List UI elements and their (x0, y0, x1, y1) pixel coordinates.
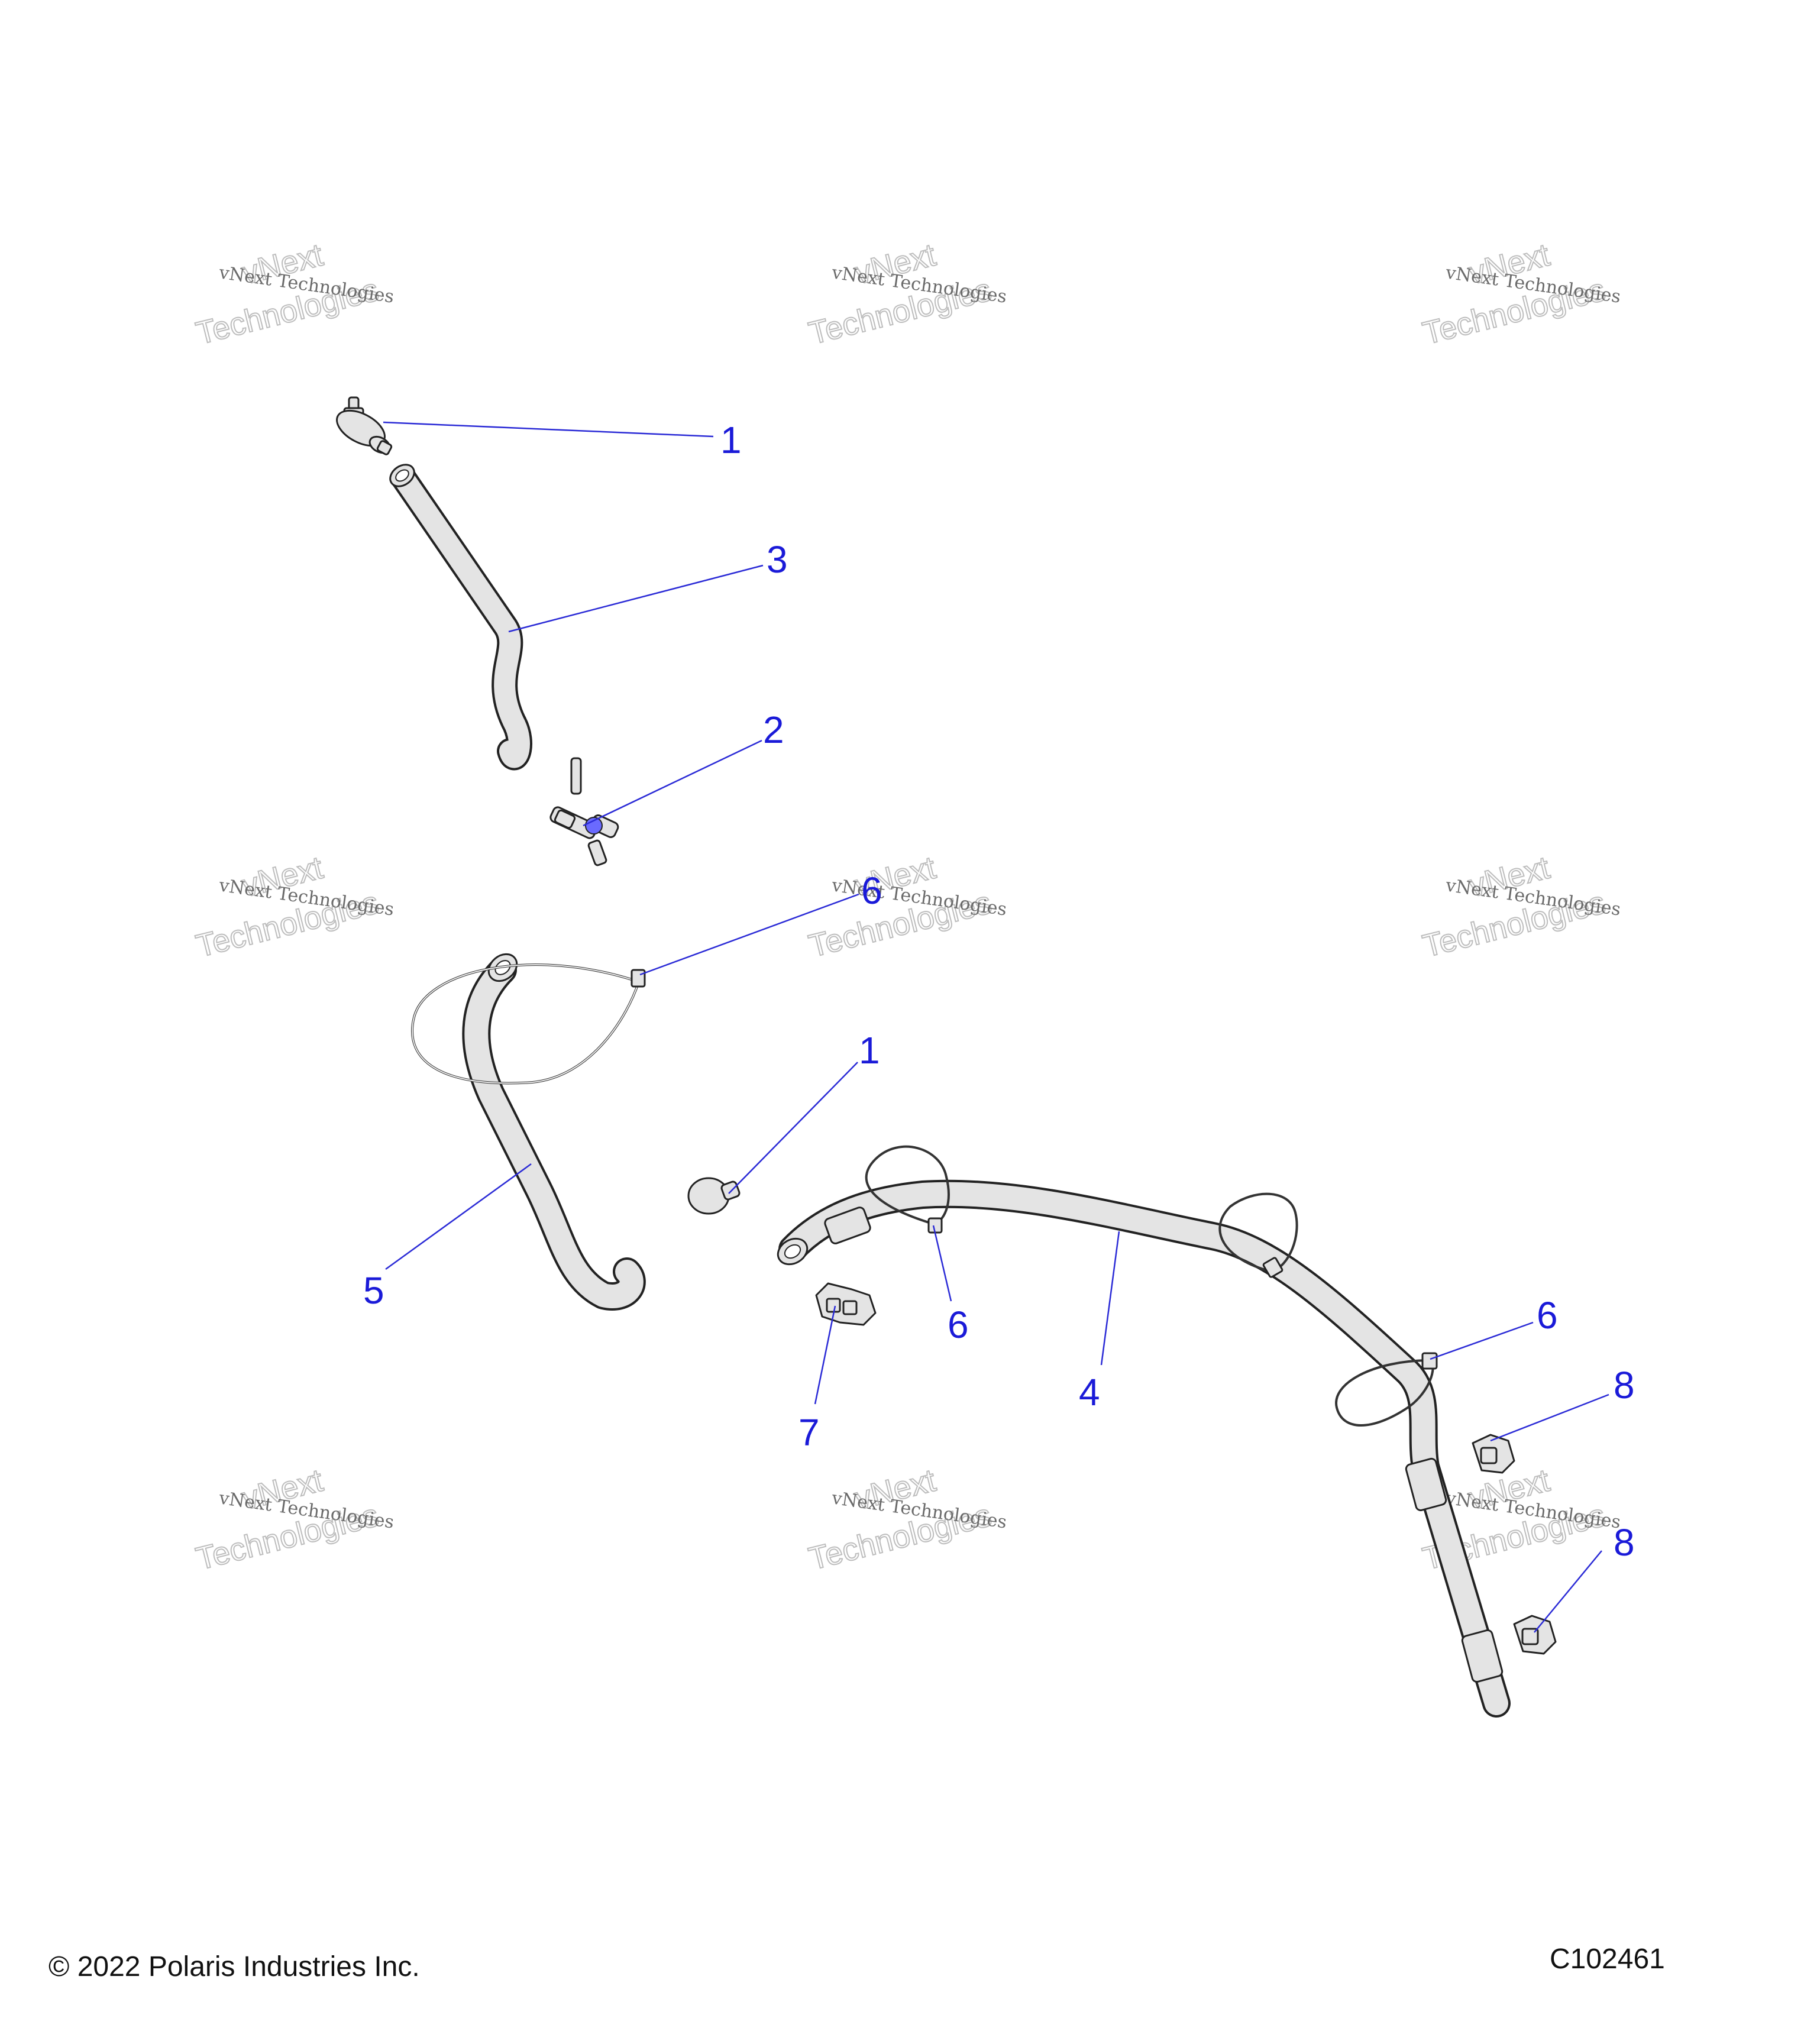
vent-hose-upper (389, 464, 532, 771)
vent-hose-left (462, 953, 646, 1311)
hose-clip-small (815, 1282, 877, 1326)
callout-label: 7 (798, 1411, 820, 1454)
drawing-id: C102461 (1550, 1943, 1665, 1975)
leader-lines (383, 421, 1609, 1633)
callout-label: 2 (763, 709, 784, 751)
callout-label: 3 (767, 538, 788, 581)
cable-tie-mid (1218, 1192, 1298, 1278)
callout-label: 6 (948, 1304, 969, 1346)
cable-tie-left-loop (410, 963, 646, 1085)
callout-label: 8 (1614, 1521, 1635, 1564)
callout-label: 6 (861, 869, 882, 912)
callout-label: 8 (1614, 1364, 1635, 1406)
check-valve-middle (687, 1177, 741, 1215)
hose-clip-right-upper (1472, 1434, 1515, 1474)
callout-label: 6 (1537, 1294, 1558, 1337)
callout-label: 5 (363, 1269, 384, 1312)
vent-hose-main (777, 1179, 1511, 1718)
callout-label: 4 (1079, 1371, 1100, 1414)
tee-fitting (549, 757, 619, 866)
callout-label: 1 (859, 1029, 880, 1072)
hose-clip-right-lower (1513, 1615, 1557, 1655)
cable-tie-right (1335, 1352, 1438, 1427)
check-valve-top (336, 396, 393, 455)
callout-label: 1 (720, 419, 742, 461)
copyright-text: © 2022 Polaris Industries Inc. (49, 1951, 420, 1982)
callout-labels: 1 3 2 6 1 5 6 7 4 6 8 8 (363, 419, 1635, 1564)
